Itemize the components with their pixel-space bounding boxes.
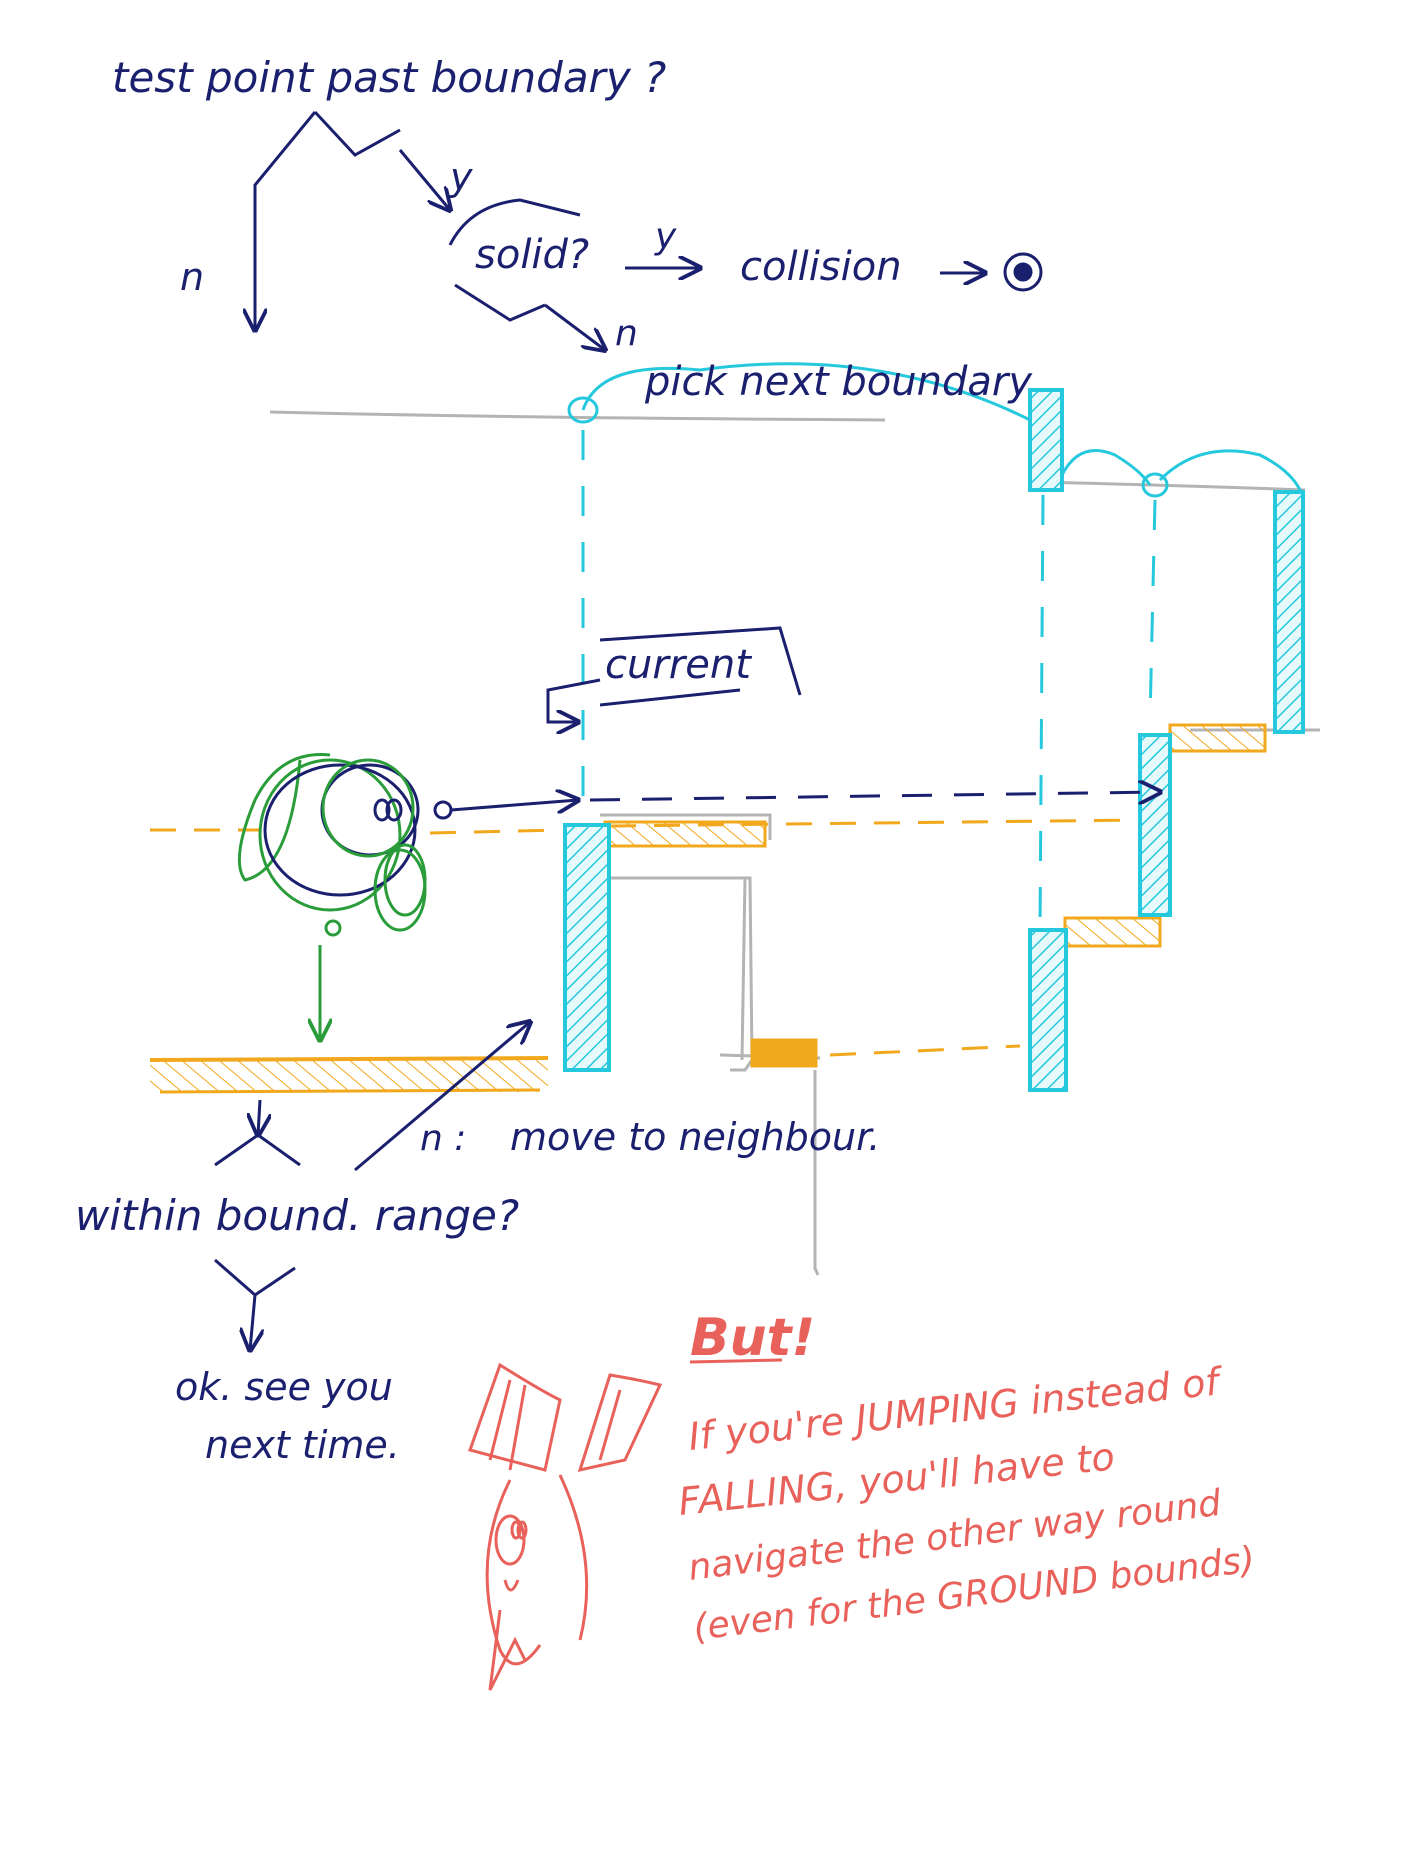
top-flowchart: test point past boundary ? y n solid? y … bbox=[112, 53, 1041, 405]
wall-left bbox=[565, 825, 609, 1070]
ground-floor bbox=[150, 1058, 548, 1092]
jumping-note: But! If you're JUMPING instead of FALLIN… bbox=[676, 1308, 1257, 1649]
action-pick-next: pick next boundary bbox=[644, 359, 1033, 405]
wall-low bbox=[1030, 930, 1066, 1090]
wall-right-top bbox=[1275, 492, 1303, 732]
upper-floor bbox=[605, 822, 765, 846]
blob-character-icon bbox=[239, 755, 425, 1040]
branch-no-1: n bbox=[180, 255, 204, 299]
bunny-doodle-icon bbox=[470, 1365, 660, 1690]
step-floor-mid bbox=[1065, 918, 1160, 946]
step-floor-top bbox=[1170, 725, 1265, 751]
question-solid: solid? bbox=[475, 232, 589, 278]
action-move-neighbour: move to neighbour. bbox=[510, 1115, 880, 1159]
result-ok-1: ok. see you bbox=[175, 1365, 393, 1409]
question-range: within bound. range? bbox=[75, 1191, 519, 1240]
probe-ray bbox=[435, 792, 1160, 818]
result-ok-2: next time. bbox=[205, 1423, 400, 1467]
current-text: current bbox=[605, 642, 752, 688]
branch-no-3: n : bbox=[420, 1118, 466, 1159]
branch-no-2: n bbox=[615, 313, 638, 354]
small-floor bbox=[752, 1040, 816, 1066]
note-line-1: If you're JUMPING instead of bbox=[686, 1359, 1226, 1459]
note-heading: But! bbox=[690, 1308, 815, 1368]
branch-yes-2: y bbox=[654, 216, 677, 257]
current-label: current bbox=[548, 628, 800, 722]
result-collision: collision bbox=[740, 244, 902, 290]
floor-level-lines bbox=[150, 820, 1140, 1055]
branch-yes-1: y bbox=[449, 155, 473, 199]
wall-top bbox=[1030, 390, 1062, 490]
question-boundary: test point past boundary ? bbox=[112, 53, 666, 102]
target-icon bbox=[1005, 254, 1041, 290]
wall-step bbox=[1140, 735, 1170, 915]
